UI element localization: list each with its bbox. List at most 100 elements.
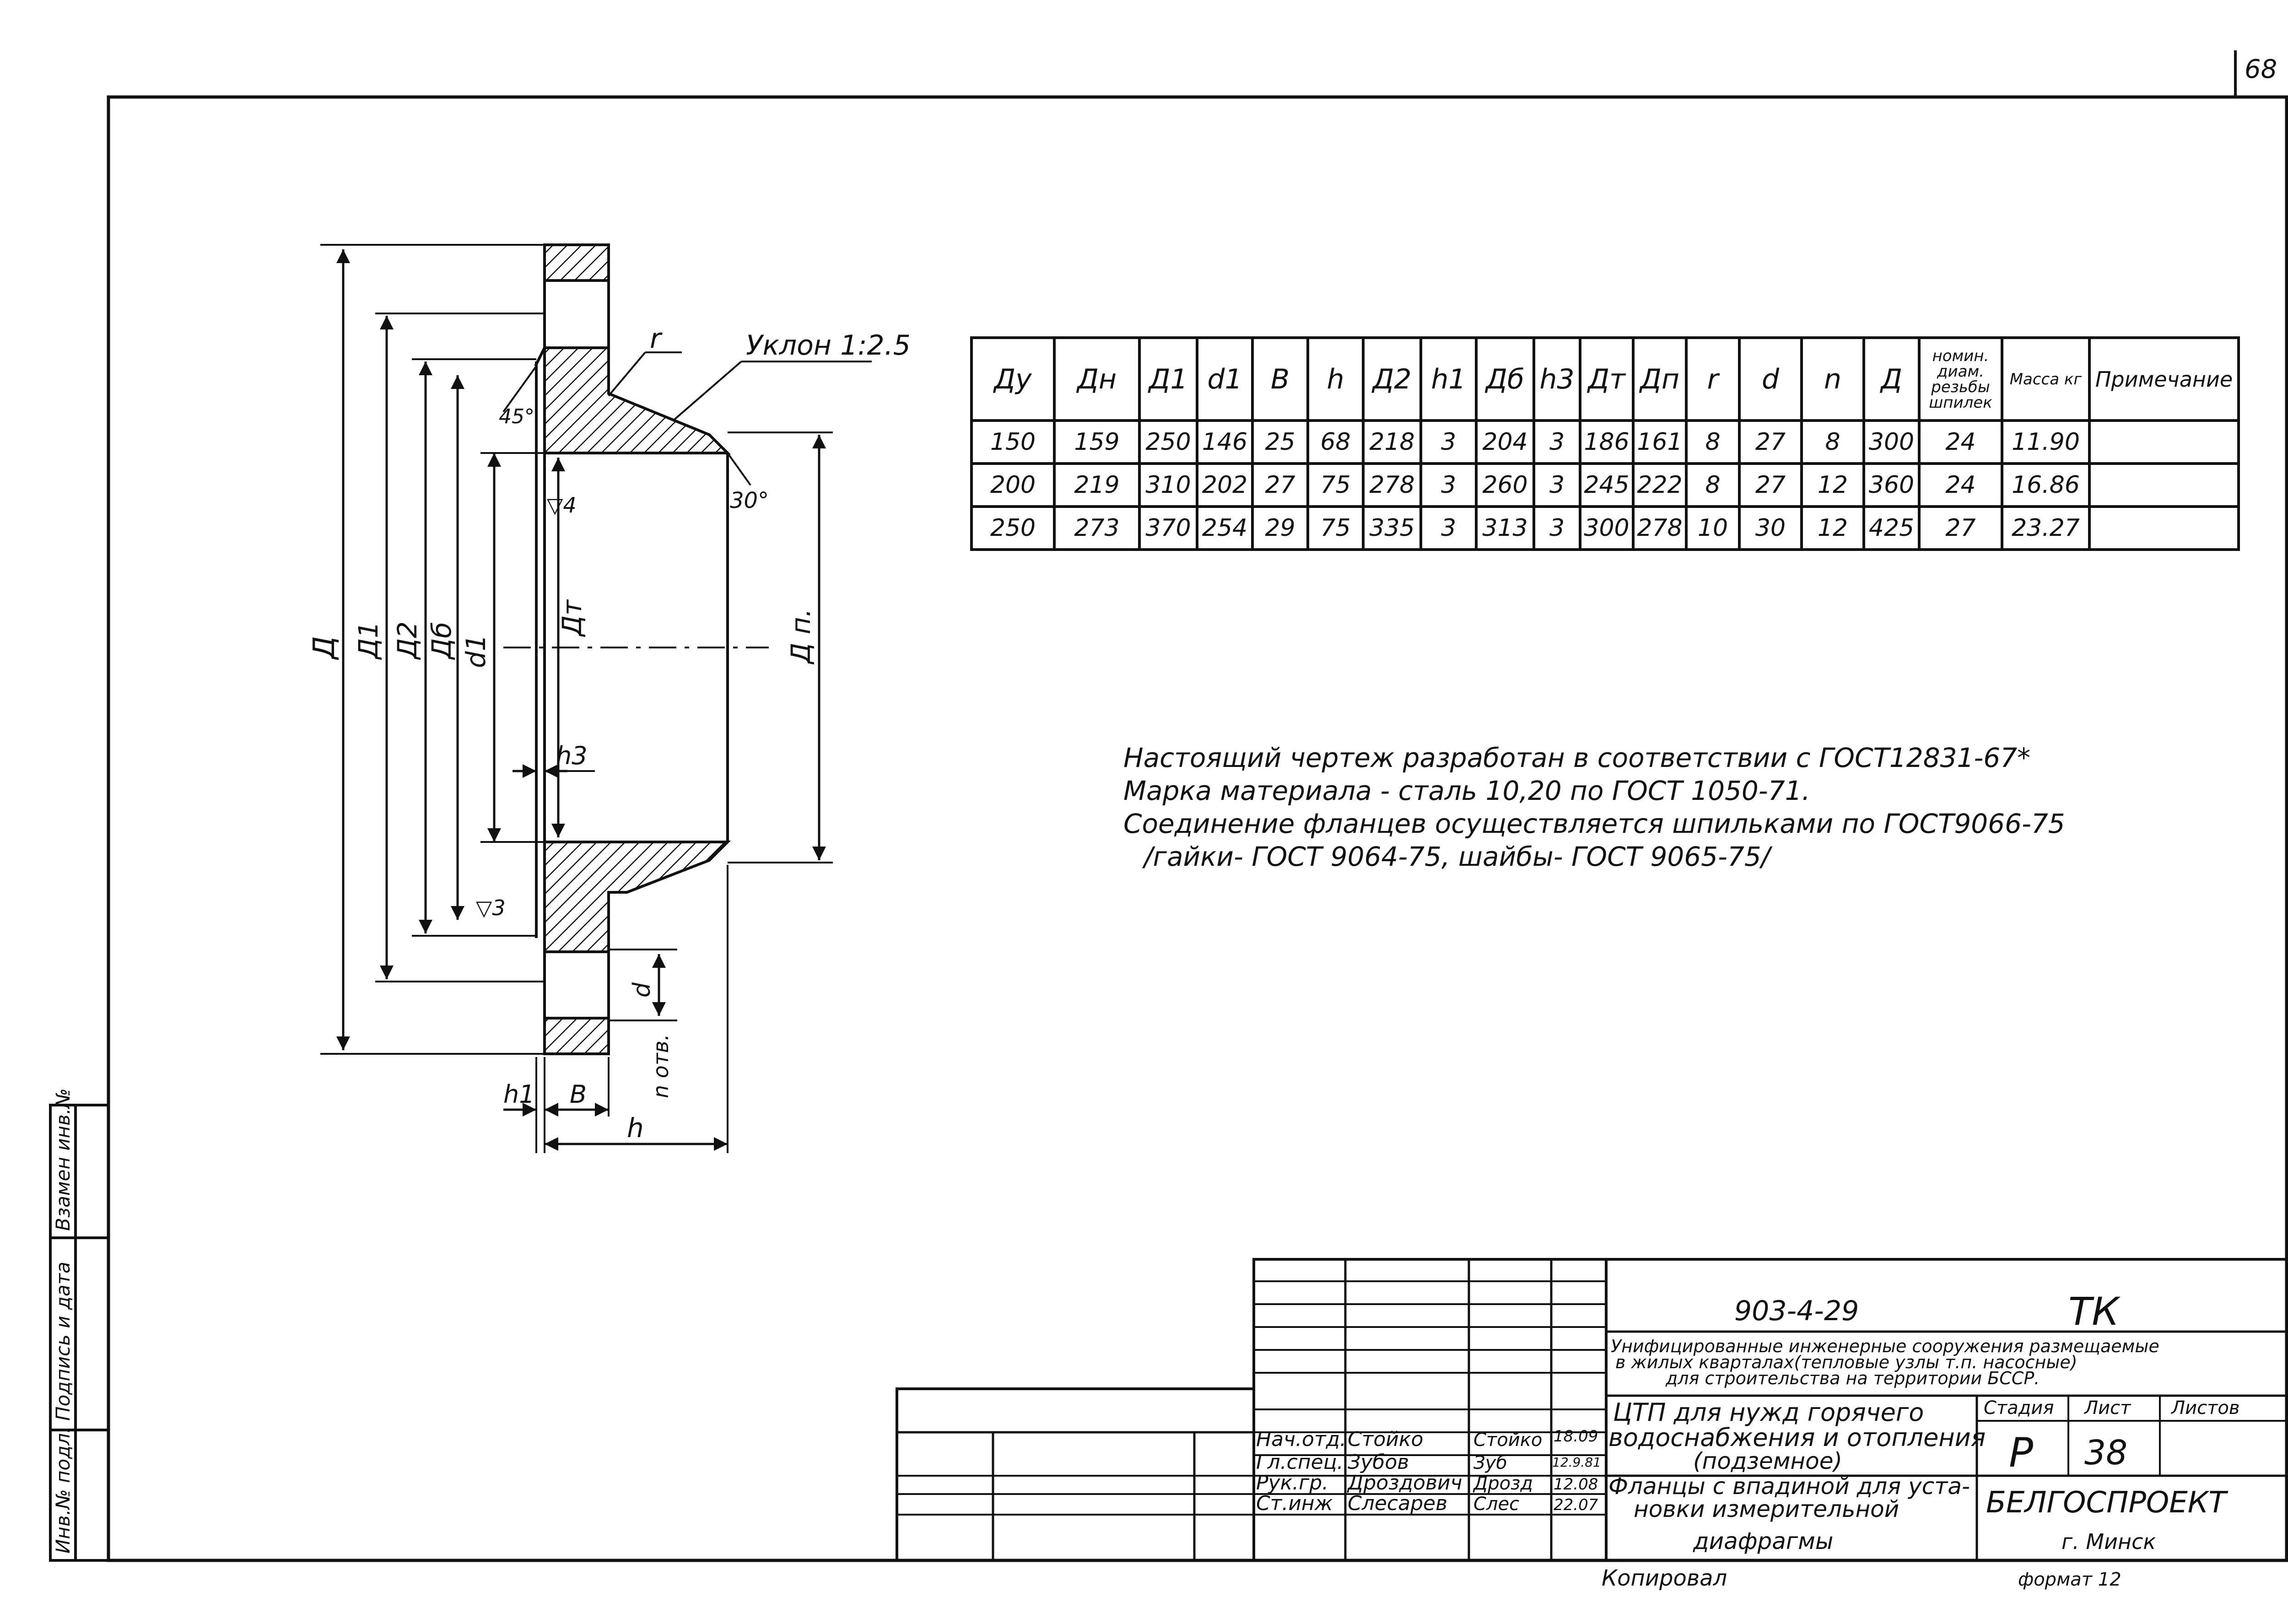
angle-30-label: 30° (730, 488, 769, 513)
table-cell: 27 (1738, 462, 1803, 508)
table-cell: 24 (1918, 419, 2003, 465)
table-header: Дт (1579, 336, 1635, 422)
table-cell: 3 (1533, 419, 1581, 465)
table-cell: 27 (1738, 419, 1803, 465)
table-cell: 16.86 (2001, 462, 2091, 508)
table-cell: 159 (1053, 419, 1141, 465)
table-cell: 219 (1053, 462, 1141, 508)
staff-name-4: Слесарев (1348, 1492, 1447, 1515)
org-city: г. Минск (2061, 1529, 2156, 1554)
project-line-1: Унифицированные инженерные сооружения ра… (1611, 1336, 2159, 1356)
table-cell: 75 (1306, 505, 1365, 551)
sheet-title-line-1: Фланцы с впадиной для уста- (1608, 1473, 1970, 1500)
footer-copied: Копировал (1602, 1565, 1727, 1591)
table-header: Дп (1632, 336, 1688, 422)
table-cell: 360 (1862, 462, 1921, 508)
table-cell (2088, 505, 2240, 551)
staff-role-4: Ст.инж (1256, 1492, 1333, 1515)
table-cell: 27 (1251, 462, 1309, 508)
table-header: Примечание (2088, 336, 2240, 422)
radius-label: r (650, 323, 663, 355)
slope-label: Уклон 1:2.5 (746, 329, 911, 361)
table-cell: 250 (1138, 419, 1198, 465)
table-row: 250 273 370 254 29 75 335 3 313 3 300 27… (970, 505, 2240, 551)
table-cell: 30 (1738, 505, 1803, 551)
table-cell: 186 (1579, 419, 1635, 465)
org-name: БЕЛГОСПРОЕКТ (1986, 1486, 2229, 1520)
project-line-3: для строительства на территории БССР. (1665, 1368, 2040, 1388)
staff-date-2: 12.9.81 (1552, 1455, 1601, 1470)
doc-mark: ТК (2068, 1289, 2121, 1334)
angle-45-label: 45° (499, 405, 534, 428)
table-cell: 3 (1419, 419, 1478, 465)
table-cell: 3 (1533, 462, 1581, 508)
table-cell: 27 (1918, 505, 2003, 551)
table-header: Д2 (1362, 336, 1422, 422)
table-cell: 300 (1579, 505, 1635, 551)
table-cell: 218 (1362, 419, 1422, 465)
staff-date-1: 18.09 (1554, 1427, 1598, 1446)
table-cell: 161 (1632, 419, 1688, 465)
sheet-title-line-2: новки измерительной (1634, 1496, 1899, 1522)
table-cell: 8 (1685, 419, 1741, 465)
table-header: Д1 (1138, 336, 1198, 422)
table-cell: 3 (1419, 462, 1478, 508)
d-hole-label: d (628, 982, 656, 998)
table-cell: 370 (1138, 505, 1198, 551)
object-line-1: ЦТП для нужд горячего (1613, 1398, 1924, 1427)
h-label: h (627, 1112, 644, 1144)
table-header: h1 (1419, 336, 1478, 422)
table-cell: 254 (1196, 505, 1254, 551)
table-cell (2088, 462, 2240, 508)
note-line-4: /гайки- ГОСТ 9064-75, шайбы- ГОСТ 9065-7… (1144, 841, 1770, 872)
table-cell: 273 (1053, 505, 1141, 551)
staff-role-1: Нач.отд. (1256, 1428, 1346, 1451)
table-header-row: Ду Дн Д1 d1 B h Д2 h1 Дб h3 Дт Дп r d n … (970, 336, 2240, 422)
table-cell: 222 (1632, 462, 1688, 508)
D1-label: Д1 (353, 621, 384, 660)
object-line-3: (подземное) (1693, 1448, 1842, 1474)
table-cell: 278 (1632, 505, 1688, 551)
dimension-table: Ду Дн Д1 d1 B h Д2 h1 Дб h3 Дт Дп r d n … (970, 336, 2240, 551)
title-block (896, 1258, 2288, 1562)
B-label: B (570, 1080, 587, 1109)
staff-role-2: Гл.спец. (1256, 1451, 1344, 1474)
table-cell: 425 (1862, 505, 1921, 551)
staff-sign-1: Стойко (1473, 1430, 1542, 1451)
n-holes-label: n отв. (648, 1034, 673, 1098)
table-cell: 278 (1362, 462, 1422, 508)
sheet-value: 38 (2084, 1433, 2127, 1473)
table-header: Ду (970, 336, 1056, 422)
roughness-4-label: ▽4 (547, 493, 577, 518)
flange-section (320, 243, 872, 1153)
table-cell: 146 (1196, 419, 1254, 465)
staff-name-3: Дроздович (1347, 1471, 1462, 1495)
footer-format: формат 12 (2018, 1569, 2121, 1590)
table-cell: 75 (1306, 462, 1365, 508)
table-header: d1 (1196, 336, 1254, 422)
table-cell: 24 (1918, 462, 2003, 508)
Dt-label: Дт (556, 599, 588, 637)
staff-role-3: Рук.гр. (1256, 1471, 1328, 1495)
table-cell: 68 (1306, 419, 1365, 465)
table-cell: 250 (970, 505, 1056, 551)
table-cell: 29 (1251, 505, 1309, 551)
table-row: 200 219 310 202 27 75 278 3 260 3 245 22… (970, 462, 2240, 508)
table-header: номин. диам. резьбы шпилек (1918, 336, 2003, 422)
D-label: Д (308, 636, 341, 660)
table-cell: 10 (1685, 505, 1741, 551)
sheets-label: Листов (2170, 1397, 2239, 1419)
table-header: n (1800, 336, 1865, 422)
side-stamp-replace: Взамен инв.№ (52, 1088, 74, 1231)
table-cell: 23.27 (2001, 505, 2091, 551)
table-header: Дн (1053, 336, 1141, 422)
Dp-label: Д п. (785, 609, 816, 665)
table-header: d (1738, 336, 1803, 422)
page-number: 68 (2245, 54, 2277, 84)
table-header: h (1306, 336, 1365, 422)
table-cell: 150 (970, 419, 1056, 465)
table-cell: 12 (1800, 462, 1865, 508)
sheet-title-line-3: диафрагмы (1693, 1528, 1833, 1554)
